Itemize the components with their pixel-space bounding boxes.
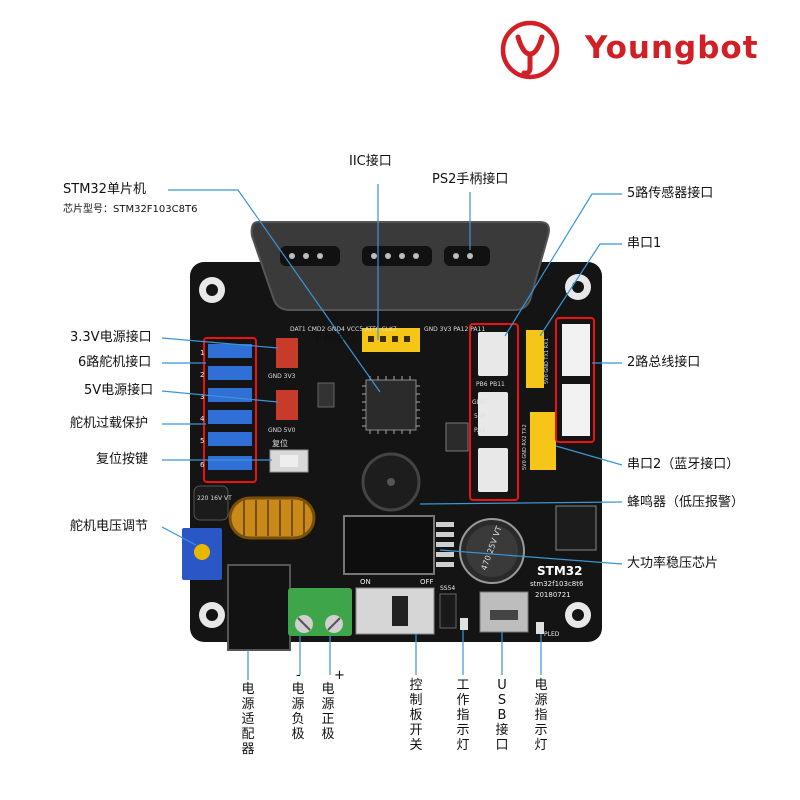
silk-uart2: 5V0 GND RX2 TX2 <box>522 424 528 470</box>
silk-sensor: PB6 PB11 <box>476 381 505 388</box>
silk-pled: PLED <box>544 631 560 638</box>
silk-gnd: GND <box>472 399 486 406</box>
label-servo6: 6路舵机接口 <box>78 355 152 370</box>
dc-jack <box>227 564 291 651</box>
label-chip-model: 芯片型号：STM32F103C8T6 <box>63 204 198 215</box>
label-switch: 控制板开关 <box>409 678 423 753</box>
silk-stm32: STM32 <box>537 564 582 578</box>
regulator-chip <box>343 515 435 575</box>
silk-on: ON <box>360 578 371 586</box>
label-iic: IIC接口 <box>349 154 392 169</box>
silk-servo-numbers: 1 2 3 4 5 6 <box>200 349 205 469</box>
label-stm32: STM32单片机 <box>63 182 146 197</box>
uart2-header <box>530 412 556 470</box>
silk-reset: 复位 <box>272 438 288 448</box>
label-buzzer: 蜂鸣器（低压报警） <box>627 495 745 510</box>
silk-iic-pins: GND 3V3 PA12 PA11 <box>424 326 485 333</box>
svg-text:5: 5 <box>200 437 204 445</box>
label-minus: - <box>296 668 301 683</box>
label-plus: + <box>334 668 345 683</box>
label-uart2: 串口2（蓝牙接口） <box>627 457 740 472</box>
label-neg: 电源负极 <box>291 682 305 742</box>
silk-gnd5v: GND 5V0 <box>268 427 296 434</box>
label-usb: USB接口 <box>495 678 509 753</box>
bus-connector-group <box>555 317 595 443</box>
youngbot-logo <box>500 20 560 80</box>
silk-date: 20180721 <box>535 591 571 599</box>
label-power-led: 电源指示灯 <box>534 678 548 753</box>
servo-header-group <box>203 337 257 483</box>
silk-uart1: 5V0 GND TX1 RX1 <box>544 338 550 384</box>
silk-cap-small: 220 16V VT <box>197 495 232 502</box>
stm32-chip <box>365 379 417 431</box>
label-sensor5: 5路传感器接口 <box>627 186 714 201</box>
label-servo-voltage: 舵机电压调节 <box>70 519 149 534</box>
silk-model: stm32f103c8t6 <box>530 580 584 588</box>
label-uart1: 串口1 <box>627 236 662 251</box>
svg-text:3: 3 <box>200 393 204 401</box>
silk-5v0: 5V0 <box>474 413 486 420</box>
label-5v: 5V电源接口 <box>84 383 154 398</box>
label-overload: 舵机过载保护 <box>70 416 149 431</box>
inductor <box>228 496 316 540</box>
ps2-pin-holes <box>280 246 490 266</box>
brand-name: Youngbot <box>585 30 759 66</box>
label-regulator: 大功率稳压芯片 <box>627 556 719 571</box>
header-3v3 <box>276 338 298 368</box>
servo-pin-rows <box>208 344 252 470</box>
label-bus2: 2路总线接口 <box>627 355 701 370</box>
silk-pa1: PA1 <box>474 427 485 434</box>
svg-text:2: 2 <box>200 371 204 379</box>
label-3v3: 3.3V电源接口 <box>70 330 152 345</box>
label-work-led: 工作指示灯 <box>456 678 470 753</box>
label-reset: 复位按键 <box>96 452 149 467</box>
label-pos: 电源正极 <box>321 682 335 742</box>
svg-text:6: 6 <box>200 461 205 469</box>
label-adapter: 电源适配器 <box>241 682 255 757</box>
sensor-header-group <box>469 323 519 501</box>
label-ps2: PS2手柄接口 <box>432 172 509 187</box>
label-ps2-silk: 手柄接口 <box>312 332 356 345</box>
silk-gnd3v3: GND 3V3 <box>268 373 296 380</box>
leader-lines <box>161 184 623 680</box>
silk-ps2-pins: DAT1 CMD2 GND4 VCC5 ATT6 CLK7 <box>290 326 397 333</box>
svg-text:1: 1 <box>200 349 204 357</box>
silk-off: OFF <box>420 578 434 586</box>
silk-diode: SS54 <box>440 585 455 592</box>
uart1-header <box>526 330 544 388</box>
svg-text:4: 4 <box>200 415 205 423</box>
header-5v <box>276 390 298 420</box>
